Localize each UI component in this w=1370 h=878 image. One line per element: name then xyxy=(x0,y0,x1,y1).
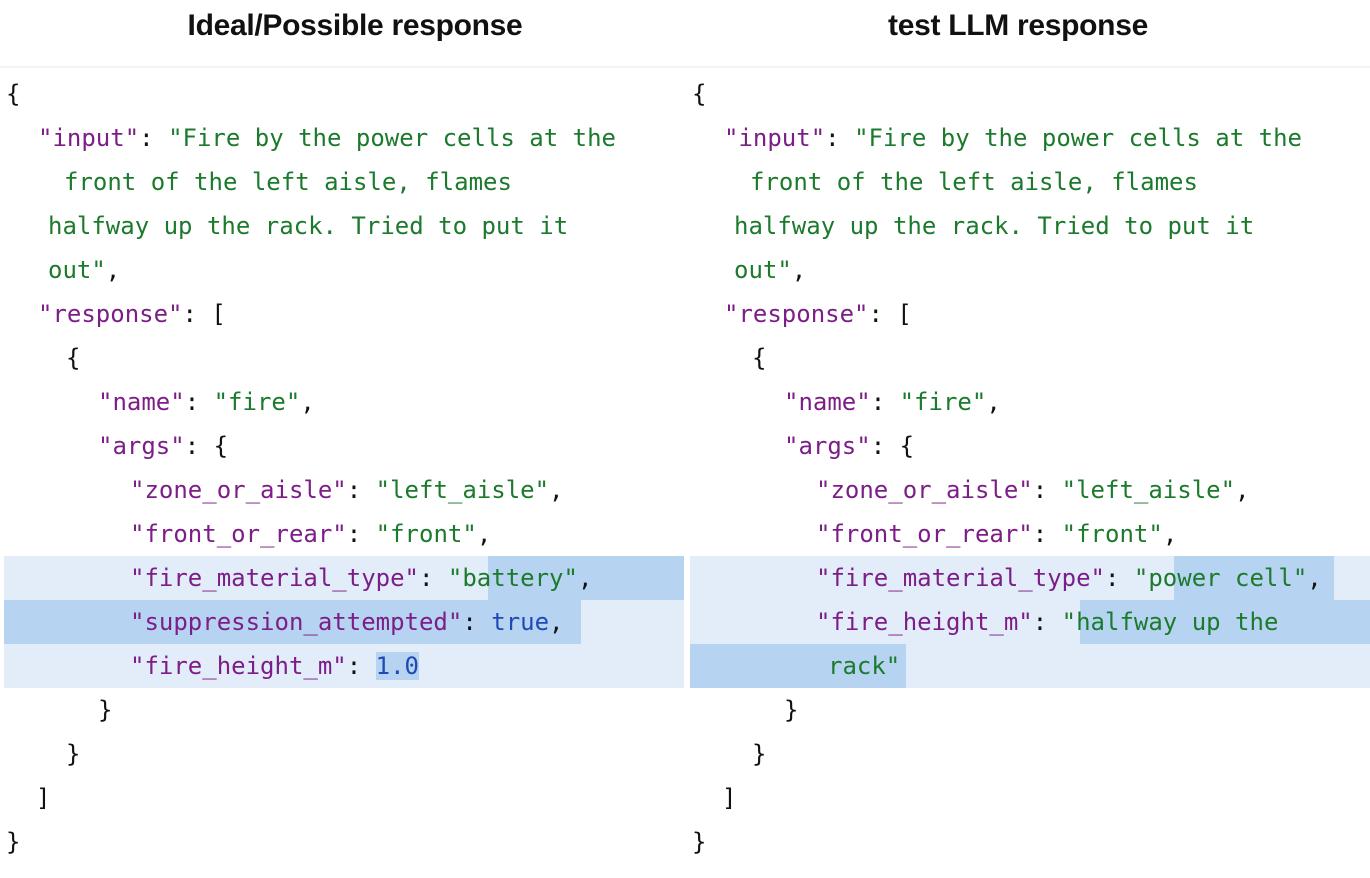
json-line: "front_or_rear": "front", xyxy=(130,520,492,548)
json-key: "zone_or_aisle" xyxy=(816,476,1033,504)
json-line: } xyxy=(98,696,113,724)
json-line: rack" xyxy=(828,644,900,688)
test-response-panel: { "input": "Fire by the power cells at t… xyxy=(686,70,1370,878)
json-string: "battery" xyxy=(447,564,578,592)
json-string: "Fire by the power cells at the xyxy=(168,124,616,152)
json-string: "fire" xyxy=(213,388,301,416)
json-string: "front" xyxy=(1061,520,1163,548)
diff-line-highlight xyxy=(4,644,684,688)
json-string: halfway up the rack. Tried to put it xyxy=(734,212,1255,240)
json-key: "front_or_rear" xyxy=(816,520,1033,548)
json-line: front of the left aisle, flames xyxy=(750,160,1198,204)
json-string: out" xyxy=(734,256,792,284)
json-line: } xyxy=(784,696,799,724)
json-key: "fire_material_type" xyxy=(816,564,1105,592)
json-line: ] xyxy=(722,784,737,812)
json-line: out", xyxy=(48,256,121,284)
json-string: front of the left aisle, flames xyxy=(750,168,1198,196)
json-line: "response": [ xyxy=(38,300,226,328)
json-line: "zone_or_aisle": "left_aisle", xyxy=(130,476,564,504)
json-line: "args": { xyxy=(98,432,229,460)
json-line: { xyxy=(6,72,20,116)
json-string: "halfway up the xyxy=(1061,608,1279,636)
json-line: front of the left aisle, flames xyxy=(64,160,512,204)
json-line: { xyxy=(752,344,767,372)
json-line: "fire_material_type": "battery", xyxy=(130,564,593,592)
json-string: "left_aisle" xyxy=(375,476,550,504)
json-line: } xyxy=(66,740,81,768)
diff-token-highlight xyxy=(1174,556,1334,600)
json-string: "power cell" xyxy=(1133,564,1308,592)
json-key: "fire_height_m" xyxy=(816,608,1033,636)
json-string: front of the left aisle, flames xyxy=(64,168,512,196)
json-key: "front_or_rear" xyxy=(130,520,347,548)
json-string: rack" xyxy=(828,652,901,680)
json-key: "input" xyxy=(724,124,826,152)
json-key: "response" xyxy=(724,300,869,328)
json-line: "front_or_rear": "front", xyxy=(816,520,1178,548)
json-line: halfway up the rack. Tried to put it xyxy=(48,204,568,248)
diff-token-highlight xyxy=(1080,600,1370,644)
json-key: "suppression_attempted" xyxy=(130,608,463,636)
json-line: { xyxy=(692,80,707,108)
json-key: "response" xyxy=(38,300,183,328)
json-string: "left_aisle" xyxy=(1061,476,1236,504)
json-line: "fire_height_m": "halfway up the xyxy=(816,608,1279,636)
json-key: "args" xyxy=(784,432,871,460)
json-number: 1.0 xyxy=(375,652,420,680)
json-key: "zone_or_aisle" xyxy=(130,476,347,504)
json-line: "args": { xyxy=(784,432,915,460)
json-key: "args" xyxy=(98,432,185,460)
ideal-response-panel: { "input": "Fire by the power cells at t… xyxy=(0,70,684,878)
comparison-header: Ideal/Possible response test LLM respons… xyxy=(0,0,1370,68)
json-line: "zone_or_aisle": "left_aisle", xyxy=(816,476,1250,504)
json-string: halfway up the rack. Tried to put it xyxy=(48,212,569,240)
json-line: "input": "Fire by the power cells at the xyxy=(38,124,616,152)
diff-token-highlight xyxy=(488,556,684,600)
json-key: "fire_height_m" xyxy=(130,652,347,680)
test-response-title: test LLM response xyxy=(888,9,1148,42)
json-line: "response": [ xyxy=(724,300,912,328)
open-brace: { xyxy=(6,80,21,108)
ideal-response-title: Ideal/Possible response xyxy=(187,9,523,42)
json-key: "input" xyxy=(38,124,140,152)
json-string: "front" xyxy=(375,520,477,548)
json-boolean: true xyxy=(491,608,550,636)
json-string: out" xyxy=(48,256,106,284)
json-line: { xyxy=(66,344,81,372)
json-line: "name": "fire", xyxy=(784,388,1001,416)
json-key: "fire_material_type" xyxy=(130,564,419,592)
json-line: halfway up the rack. Tried to put it xyxy=(734,204,1254,248)
json-line: "suppression_attempted": true, xyxy=(130,608,564,636)
json-key: "name" xyxy=(98,388,185,416)
json-line: "name": "fire", xyxy=(98,388,315,416)
json-line: out", xyxy=(734,256,807,284)
json-line: } xyxy=(692,828,707,856)
json-line: "fire_height_m": 1.0 xyxy=(130,652,420,680)
json-line: "input": "Fire by the power cells at the xyxy=(724,124,1302,152)
json-line: } xyxy=(6,828,21,856)
diff-token-highlight xyxy=(690,644,906,688)
json-string: "fire" xyxy=(899,388,987,416)
json-line: "fire_material_type": "power cell", xyxy=(816,564,1322,592)
json-line: ] xyxy=(36,784,51,812)
diff-token-highlight xyxy=(4,600,581,644)
json-line: } xyxy=(752,740,767,768)
json-key: "name" xyxy=(784,388,871,416)
json-string: "Fire by the power cells at the xyxy=(854,124,1302,152)
